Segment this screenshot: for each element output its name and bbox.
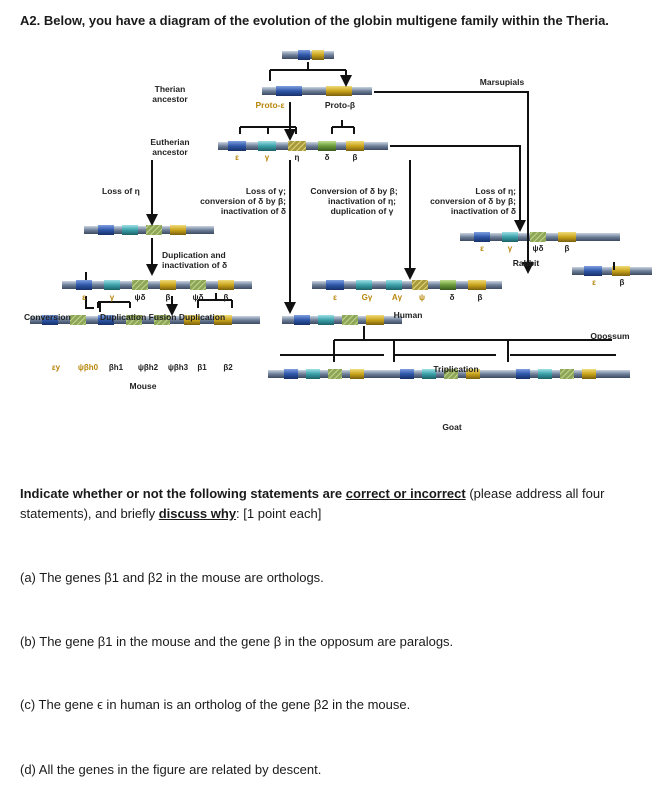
mid-lineage-event-1: Conversion of δ by β; bbox=[310, 186, 397, 196]
instruction-text: Indicate whether or not the following st… bbox=[20, 486, 346, 501]
human-gene-delta: δ bbox=[450, 293, 455, 302]
dup-fusion-dup-label: Duplication Fusion Duplication bbox=[100, 312, 225, 322]
human-gene-agamma: Aγ bbox=[392, 293, 403, 302]
eutherian-gene-epsilon: ε bbox=[235, 153, 239, 162]
rabbit-gene-gamma: γ bbox=[508, 244, 513, 253]
mouse-gene-psibh0: ψβh0 bbox=[78, 363, 99, 372]
mouse-gene-psibh3: ψβh3 bbox=[168, 363, 189, 372]
mouse-gene-psibh2: ψβh2 bbox=[138, 363, 159, 372]
rabbit-lineage-event-2: conversion of δ by β; bbox=[430, 196, 516, 206]
eutherian-gene-delta: δ bbox=[325, 153, 330, 162]
chromosome-opossum bbox=[572, 266, 652, 276]
proto-beta-label: Proto-β bbox=[325, 100, 355, 110]
statement-a: (a) The genes β1 and β2 in the mouse are… bbox=[20, 570, 324, 585]
eutherian-gene-beta: β bbox=[353, 153, 358, 162]
opossum-gene-beta: β bbox=[620, 278, 625, 287]
rabbit-gene-psidelta: ψδ bbox=[533, 244, 544, 253]
human-label: Human bbox=[394, 310, 423, 320]
triplication-label: Triplication bbox=[433, 364, 478, 374]
goat-label: Goat bbox=[442, 422, 462, 432]
chromosome-human bbox=[312, 280, 502, 290]
rabbit-gene-beta: β bbox=[565, 244, 570, 253]
rabbit-lineage-event-3: inactivation of δ bbox=[451, 206, 516, 216]
rabbit-lineage-event-1: Loss of η; bbox=[475, 186, 516, 196]
loss-eta-label: Loss of η bbox=[102, 186, 140, 196]
mid-lineage-event-2: inactivation of η; bbox=[328, 196, 396, 206]
eutherian-gene-eta: η bbox=[295, 153, 300, 162]
statement-d: (d) All the genes in the figure are rela… bbox=[20, 762, 322, 777]
chromosome-mouse bbox=[30, 315, 260, 325]
instruction-emphasis-2: discuss why bbox=[158, 506, 237, 521]
instruction-text-mid: (please address all four statements), an… bbox=[20, 486, 605, 521]
chromosome-rodent-dup bbox=[62, 280, 252, 290]
lineage-lines bbox=[85, 62, 616, 362]
chromosome-goat-ancestor bbox=[282, 315, 402, 325]
rodent-gene-gamma: γ bbox=[110, 293, 115, 302]
statement-b: (b) The gene β1 in the mouse and the gen… bbox=[20, 634, 454, 649]
globin-evolution-diagram: Therian ancestor Proto-ε Proto-β Marsupi… bbox=[24, 50, 652, 432]
rodent-gene-beta: β bbox=[166, 293, 171, 302]
chromosome-rodent-ancestor bbox=[84, 225, 214, 235]
opossum-gene-epsilon: ε bbox=[592, 278, 596, 287]
human-gene-ggamma: Gγ bbox=[362, 293, 373, 302]
mouse-gene-b1: β1 bbox=[197, 363, 207, 372]
instruction-text-post: : [1 point each] bbox=[236, 506, 322, 521]
rodent-gene-psidelta: ψδ bbox=[135, 293, 146, 302]
proto-epsilon-label: Proto-ε bbox=[255, 100, 284, 110]
opossum-label: Opossum bbox=[590, 331, 630, 341]
mouse-gene-b2: β2 bbox=[223, 363, 233, 372]
eutherian-ancestor-label-2: ancestor bbox=[152, 147, 188, 157]
therian-ancestor-label: Therian bbox=[155, 84, 186, 94]
mid-lineage-event-3: duplication of γ bbox=[331, 206, 394, 216]
mouse-gene-epsilon-y: εy bbox=[52, 363, 61, 372]
question-title: A2. Below, you have a diagram of the evo… bbox=[20, 13, 609, 28]
rodent-gene-psidelta-2: ψδ bbox=[193, 293, 204, 302]
human-lineage-event-3: inactivation of δ bbox=[221, 206, 286, 216]
chromosome-goat bbox=[268, 369, 630, 379]
instructions: Indicate whether or not the following st… bbox=[20, 484, 645, 524]
mouse-label: Mouse bbox=[130, 381, 157, 391]
instruction-emphasis-1: correct or incorrect bbox=[345, 486, 466, 501]
mouse-gene-bh1: βh1 bbox=[109, 363, 124, 372]
conversion-label: Conversion bbox=[24, 312, 71, 322]
therian-ancestor-label-2: ancestor bbox=[152, 94, 188, 104]
human-gene-beta: β bbox=[478, 293, 483, 302]
rodent-gene-epsilon: ε bbox=[82, 293, 86, 302]
rodent-gene-beta-2: β bbox=[224, 293, 229, 302]
chromosome-eutherian-ancestor bbox=[218, 141, 388, 151]
human-lineage-event-2: conversion of δ by β; bbox=[200, 196, 286, 206]
rabbit-gene-epsilon: ε bbox=[480, 244, 484, 253]
eutherian-ancestor-label: Eutherian bbox=[150, 137, 189, 147]
human-gene-epsilon: ε bbox=[333, 293, 337, 302]
dup-inactivation-label: Duplication and bbox=[162, 250, 226, 260]
marsupials-label: Marsupials bbox=[480, 77, 525, 87]
human-lineage-event-1: Loss of γ; bbox=[246, 186, 286, 196]
eutherian-gene-gamma: γ bbox=[265, 153, 270, 162]
statement-c: (c) The gene ϵ in human is an ortholog o… bbox=[20, 697, 411, 712]
chromosome-therian-top bbox=[282, 50, 334, 60]
rabbit-label: Rabbit bbox=[513, 258, 540, 268]
chromosome-rabbit bbox=[460, 232, 620, 242]
human-gene-psi: ψ bbox=[419, 293, 425, 302]
chromosome-therian-ancestor bbox=[262, 86, 372, 96]
dup-inactivation-label-2: inactivation of δ bbox=[162, 260, 227, 270]
